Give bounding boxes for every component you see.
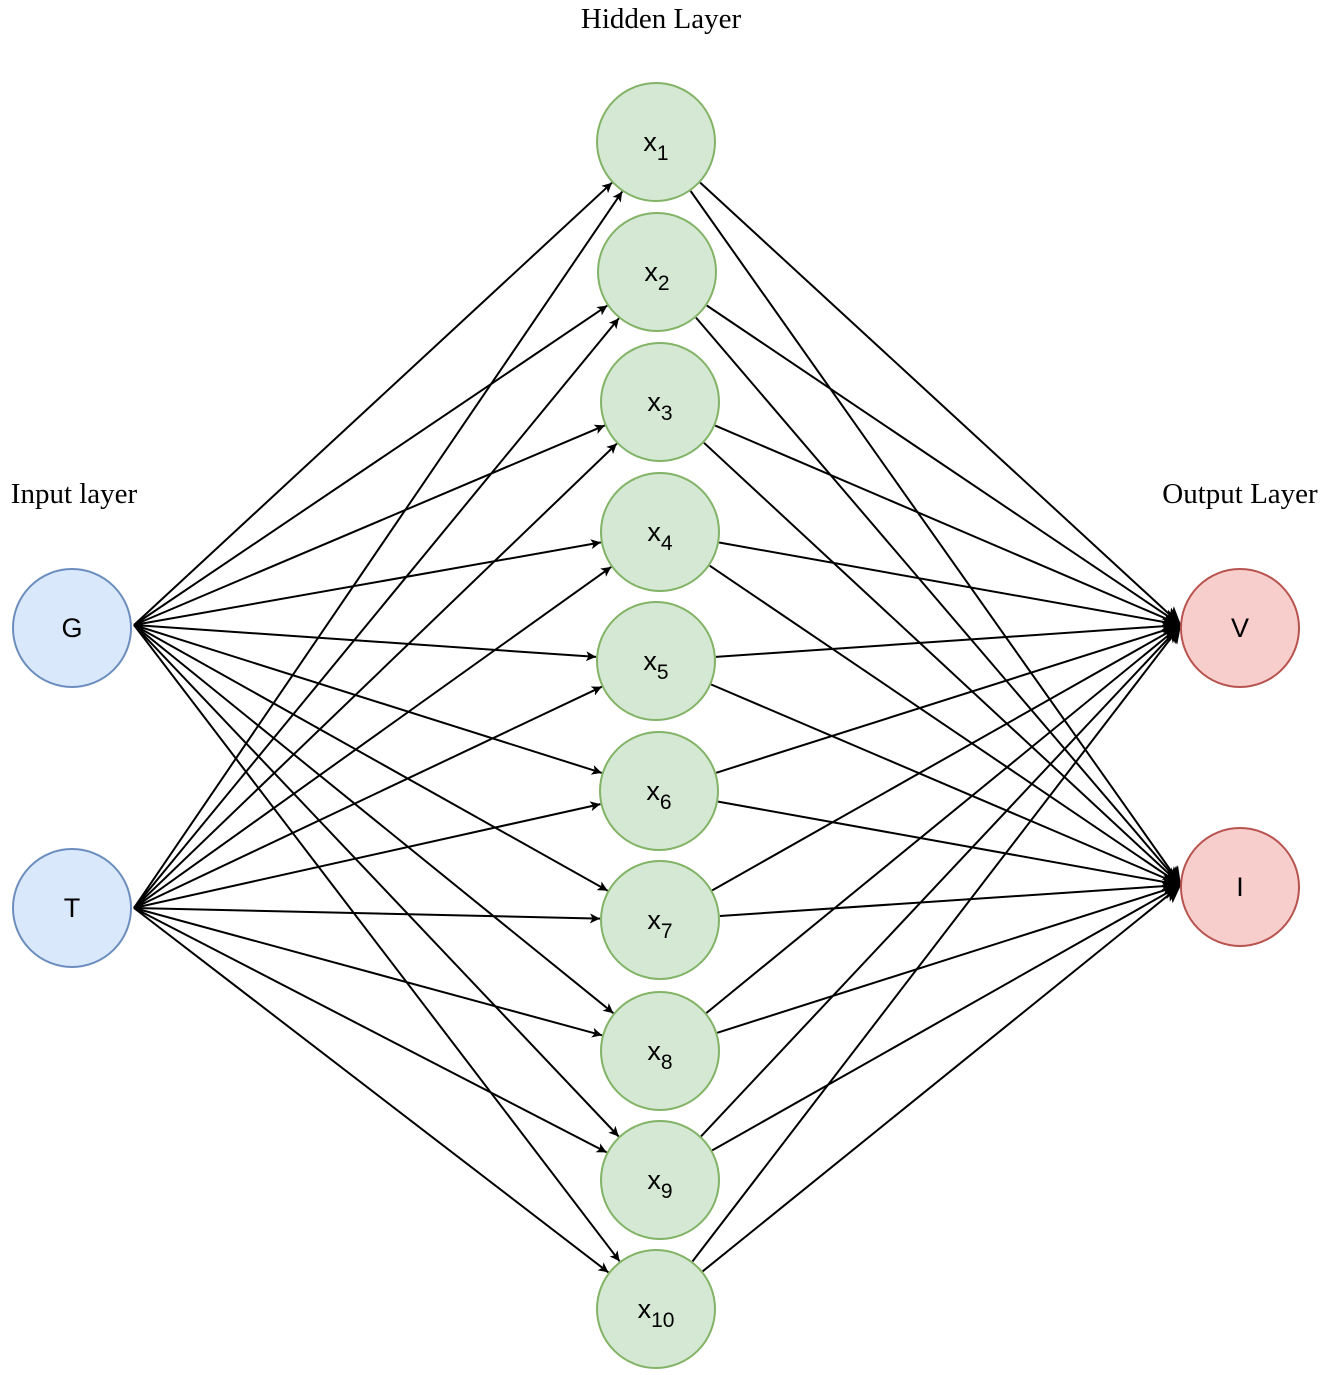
input-node-circle [12,848,132,968]
hidden-node-circle [596,1249,716,1369]
edge-x3-V [714,424,1182,627]
hidden-node-circle [600,1120,720,1240]
output-layer-title: Output Layer [1162,478,1318,510]
edge-G-x1 [133,181,613,626]
edge-x5-V [715,617,1182,658]
edge-T-x4 [133,566,612,909]
input-node-circle [12,568,132,688]
input-node-G: G [12,568,132,688]
hidden-node-circle [596,601,716,721]
hidden-node-subscript: 4 [661,532,673,555]
edge-G-x4 [133,539,602,626]
edge-x2-I [695,316,1182,886]
input-node-label: G [61,613,82,643]
edge-T-x9 [133,907,608,1154]
hidden-node-circle [600,472,720,592]
edge-T-x6 [133,801,601,909]
hidden-node-subscript: 5 [657,661,669,684]
output-node-label: V [1231,613,1249,643]
hidden-node-subscript: 7 [661,920,673,943]
edge-G-x7 [133,624,609,892]
edge-x10-V [691,624,1182,1263]
output-node-circle [1180,827,1300,947]
hidden-node-circle [600,991,720,1111]
hidden-node-x7: x7 [600,860,720,980]
hidden-node-x8: x8 [600,991,720,1111]
edge-x1-I [689,190,1182,886]
edge-G-x9 [133,624,620,1138]
hidden-node-circle [600,860,720,980]
hidden-node-x5: x5 [596,601,716,721]
edge-T-x7 [133,907,601,924]
edge-x9-I [711,884,1182,1152]
edge-T-x1 [133,191,624,909]
hidden-node-circle [600,342,720,462]
hidden-node-x2: x2 [597,212,717,332]
edge-x8-V [705,624,1182,1014]
hidden-node-x6: x6 [599,731,719,851]
hidden-layer-title: Hidden Layer [581,3,742,35]
edge-G-x8 [133,624,615,1014]
hidden-node-subscript: 1 [657,142,669,165]
hidden-node-subscript: 9 [661,1180,673,1203]
input-node-T: T [12,848,132,968]
output-node-I: I [1180,827,1300,947]
edge-T-x10 [133,907,610,1274]
hidden-node-subscript: 2 [658,272,670,295]
edge-T-x8 [133,907,603,1038]
edge-x6-I [717,800,1182,891]
edge-T-x5 [133,685,603,909]
hidden-node-x9: x9 [600,1120,720,1240]
edge-x10-I [702,884,1182,1273]
edge-G-x10 [133,624,621,1262]
edge-x6-V [715,621,1182,774]
edge-x4-I [709,564,1182,886]
hidden-node-circle [597,212,717,332]
hidden-node-subscript: 8 [661,1051,673,1074]
input-node-label: T [64,893,81,923]
hidden-node-circle [599,731,719,851]
edge-G-x3 [133,424,606,626]
edge-x7-I [719,877,1182,917]
edge-x5-I [710,683,1182,887]
hidden-node-x3: x3 [600,342,720,462]
edge-x3-I [703,442,1182,886]
edge-x8-I [716,881,1182,1034]
hidden-node-x10: x10 [596,1249,716,1369]
hidden-node-subscript: 6 [660,791,672,814]
edge-x7-V [711,624,1182,892]
edge-G-x5 [133,624,597,662]
hidden-node-circle [596,82,716,202]
edge-G-x2 [133,304,608,626]
edge-G-x6 [133,624,603,775]
output-node-label: I [1236,872,1244,902]
input-layer-title: Input layer [11,478,138,510]
edge-T-x2 [133,317,620,909]
edge-x9-V [700,624,1182,1137]
edge-x1-V [699,181,1182,626]
hidden-node-subscript: 10 [651,1309,674,1332]
edge-x4-V [718,541,1182,631]
hidden-node-x1: x1 [596,82,716,202]
hidden-node-x4: x4 [600,472,720,592]
output-node-circle [1180,568,1300,688]
hidden-node-subscript: 3 [661,402,673,425]
edge-x2-V [706,304,1182,626]
output-node-V: V [1180,568,1300,688]
edge-T-x3 [133,442,618,909]
connection-edges [133,181,1182,1274]
